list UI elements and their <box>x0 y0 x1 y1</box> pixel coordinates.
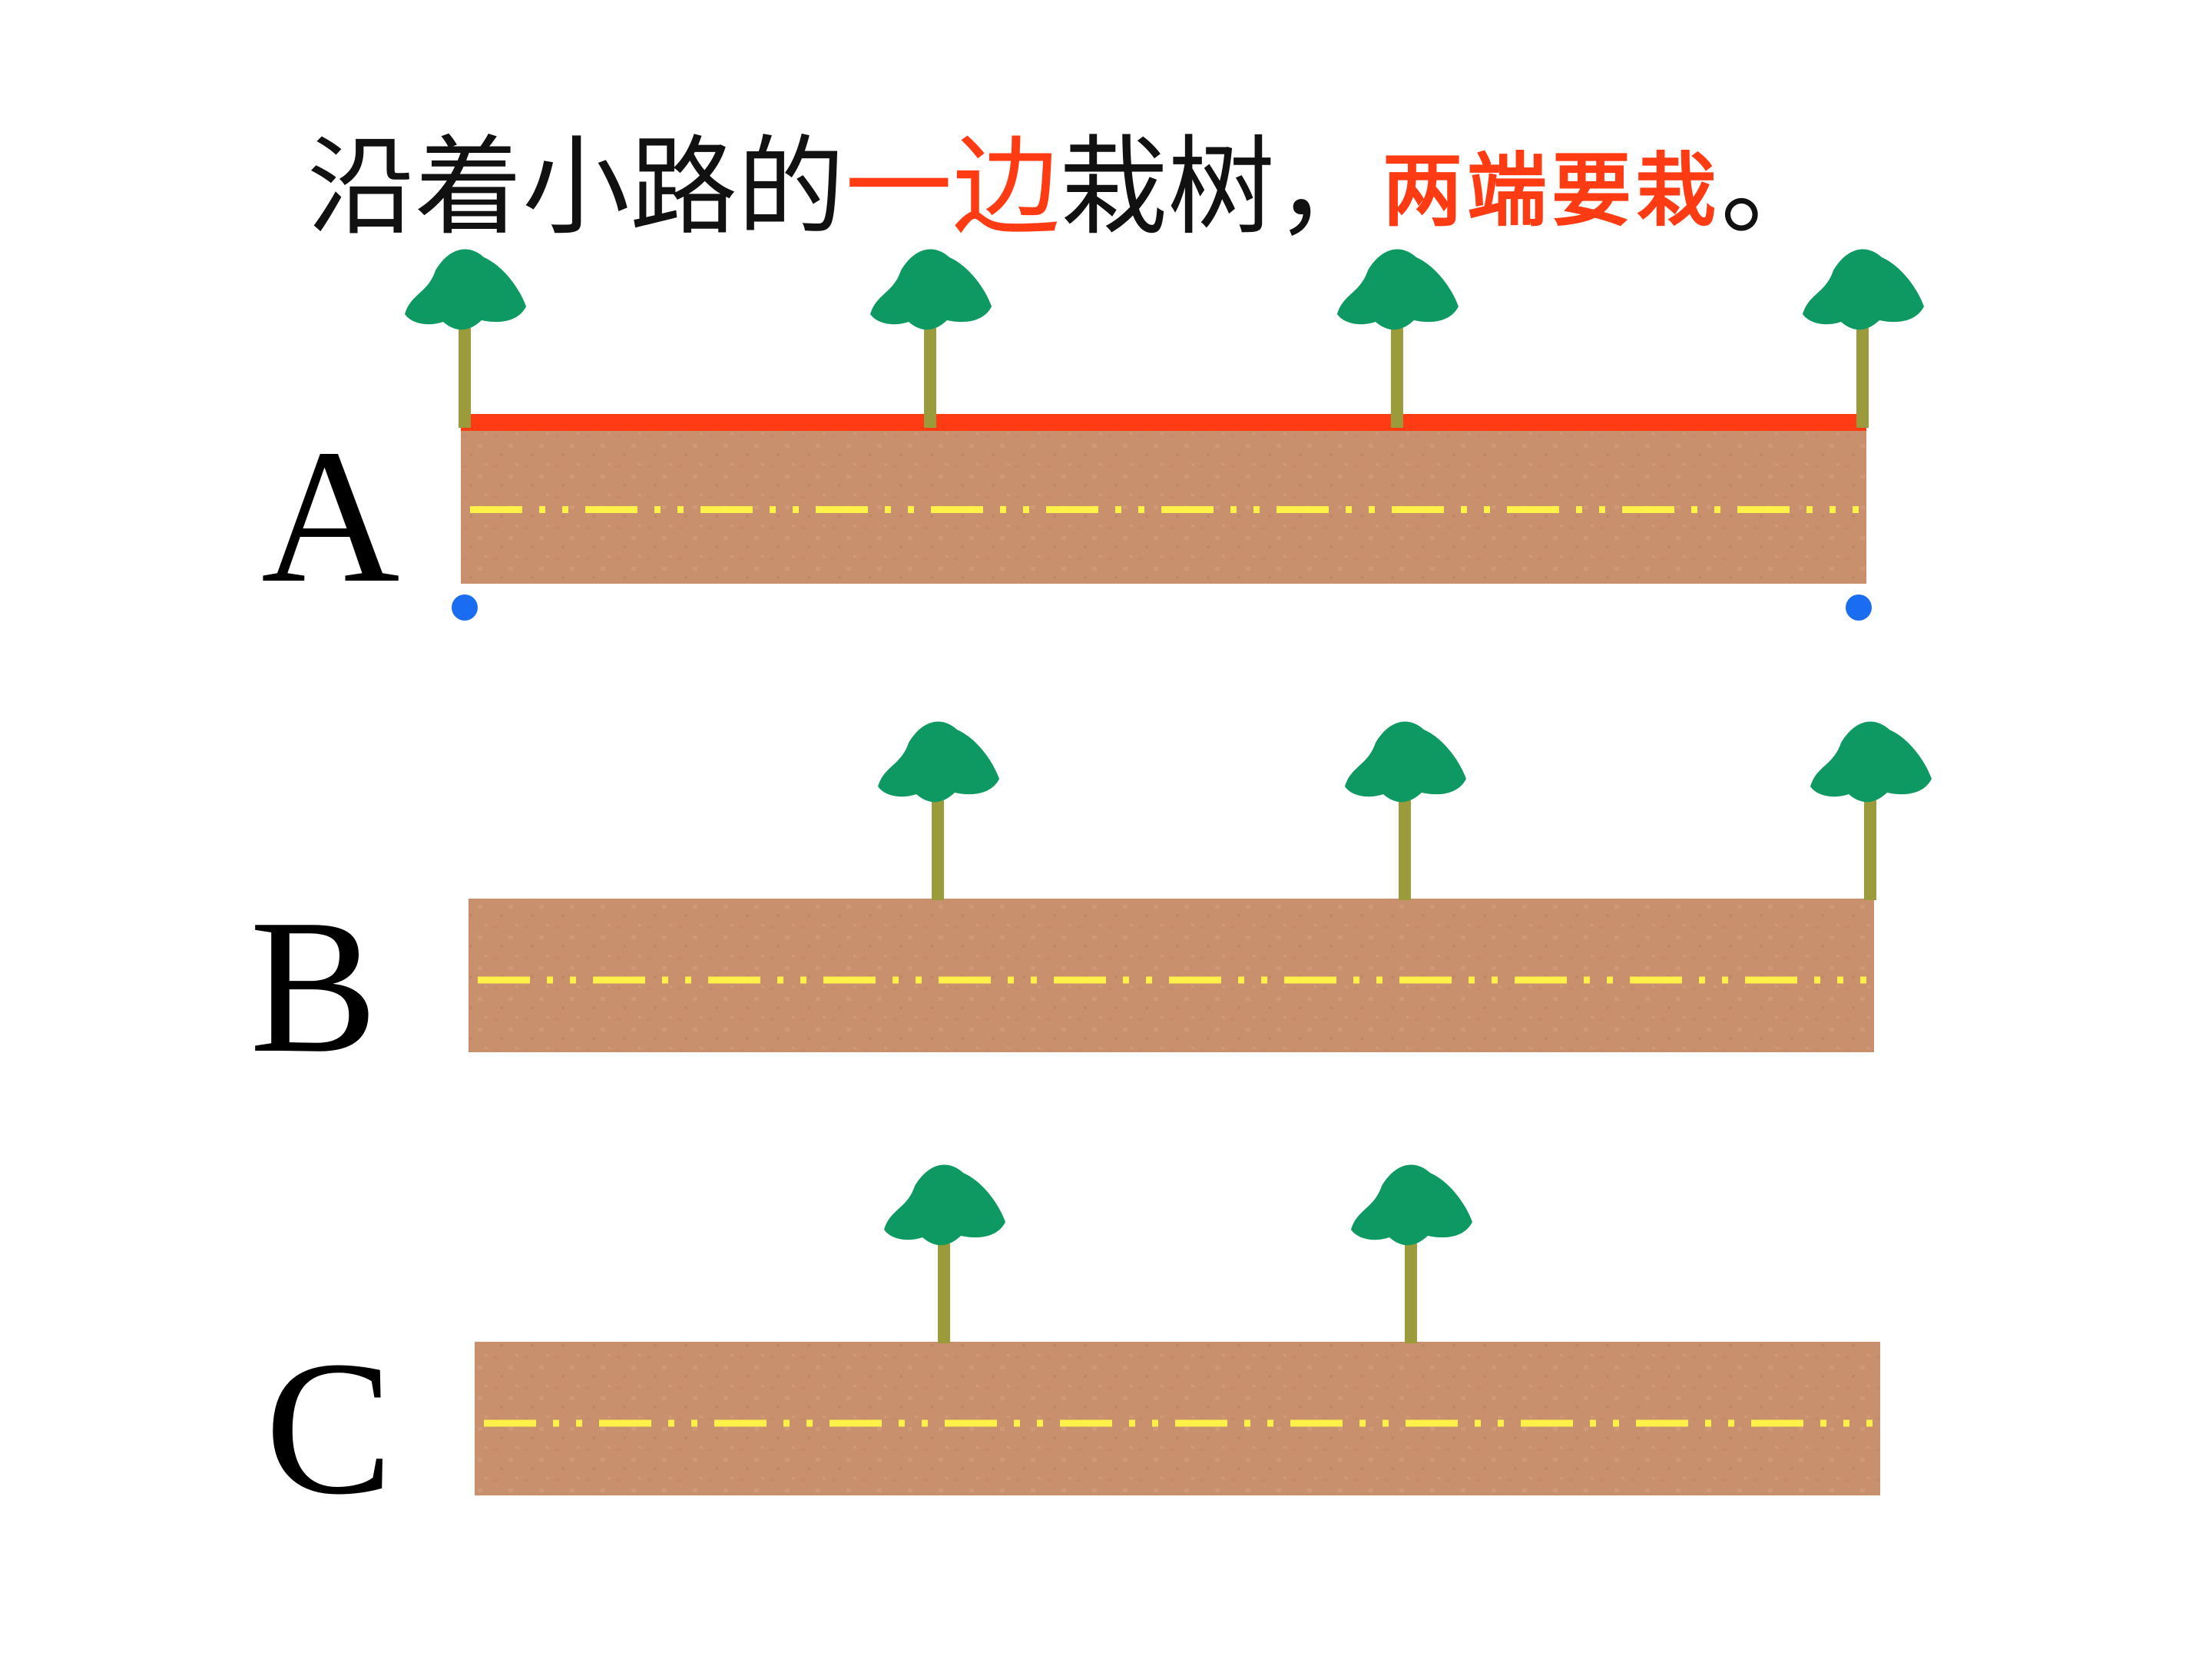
row-a-tree-1 <box>405 249 526 428</box>
row-label-c: C <box>265 1322 393 1535</box>
row-b-tree-1 <box>878 721 1000 900</box>
row-b-tree-2-trunk <box>1398 800 1411 900</box>
row-b-road <box>469 899 1874 1052</box>
row-c-tree-1-canopy <box>884 1164 1006 1246</box>
row-a-tree-4-canopy <box>1803 249 1924 330</box>
row-c-road <box>475 1342 1880 1495</box>
row-c-tree-1 <box>884 1164 1006 1343</box>
row-a-tree-3 <box>1336 249 1459 428</box>
row-a-tree-1-trunk <box>459 328 471 428</box>
title-highlight: 一边 <box>845 125 1061 250</box>
title-emphasis: 两端要栽 <box>1382 144 1721 237</box>
row-a-road <box>461 426 1866 584</box>
title-part1: 沿着小路的 <box>307 125 846 250</box>
row-a-tree-2-canopy <box>870 249 992 330</box>
row-c-tree-1-trunk <box>938 1243 951 1343</box>
row-a-tree-3-trunk <box>1390 328 1403 428</box>
row-a-tree-2-trunk <box>924 328 937 428</box>
title-end: 。 <box>1720 125 1829 250</box>
row-a-edge-line <box>461 414 1866 431</box>
row-c-tree-2-trunk <box>1404 1243 1417 1343</box>
row-b-tree-1-trunk <box>932 800 945 900</box>
row-a-tree-2 <box>870 249 992 428</box>
row-c-tree-2 <box>1350 1164 1472 1343</box>
problem-title: 沿着小路的一边栽树，两端要栽。 <box>307 123 2074 253</box>
row-a-tree-4 <box>1803 249 1924 428</box>
row-b-tree-3-trunk <box>1864 800 1876 900</box>
row-label-b: B <box>250 880 378 1093</box>
row-a-endpoint-right <box>1846 594 1872 621</box>
row-a-tree-1-canopy <box>405 249 526 330</box>
row-a-endpoint-left <box>452 594 478 621</box>
row-b-tree-2 <box>1344 721 1466 900</box>
row-a-tree-3-canopy <box>1336 249 1459 330</box>
row-b-tree-3-canopy <box>1810 721 1932 803</box>
row-a-tree-4-trunk <box>1856 328 1869 428</box>
row-b-tree-2-canopy <box>1344 721 1466 803</box>
row-c-tree-2-canopy <box>1350 1164 1472 1246</box>
title-part2: 栽树， <box>1060 125 1383 250</box>
row-label-a: A <box>261 410 400 623</box>
row-b-tree-3 <box>1810 721 1932 900</box>
row-b-tree-1-canopy <box>878 721 1000 803</box>
